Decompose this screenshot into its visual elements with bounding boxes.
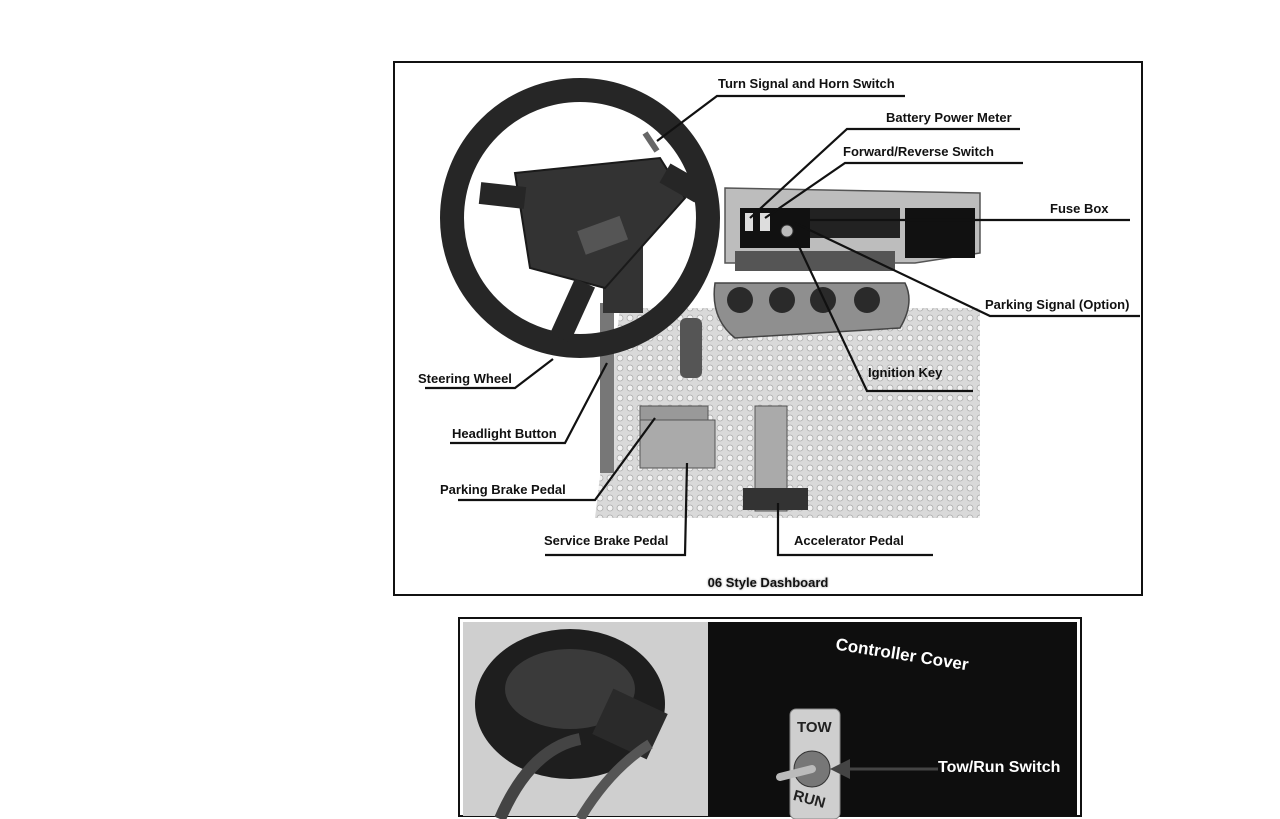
service-brake-pedal — [639, 419, 716, 469]
label-battery-meter: Battery Power Meter — [886, 110, 1012, 125]
label-service-brake: Service Brake Pedal — [544, 533, 669, 548]
label-accelerator: Accelerator Pedal — [794, 533, 904, 548]
dashboard-figure: Turn Signal and Horn Switch Battery Powe… — [393, 61, 1143, 596]
label-tow-run-switch: Tow/Run Switch — [938, 759, 1061, 776]
ignition-key — [780, 224, 794, 238]
glove-box — [905, 208, 975, 258]
horn-button — [577, 215, 629, 255]
leader-lines — [425, 94, 1140, 557]
label-parking-brake: Parking Brake Pedal — [440, 482, 566, 497]
turn-signal-lever — [642, 131, 660, 153]
label-parking-signal: Parking Signal (Option) — [985, 297, 1130, 312]
warning-sticker — [735, 251, 895, 271]
steering-wheel — [440, 78, 720, 358]
fuse-box — [810, 208, 900, 238]
controller-photo — [463, 622, 1077, 819]
side-panel — [600, 303, 614, 473]
forward-reverse-switch — [760, 213, 770, 231]
battery-meter — [745, 213, 753, 231]
controller-figure: Controller Cover TOW RUN Tow/Run Switch — [458, 617, 1082, 819]
controller-cover — [708, 622, 1077, 816]
accelerator-hinge — [743, 488, 808, 510]
label-tow: TOW — [797, 719, 832, 736]
figure-caption: 06 Style Dashboard — [707, 575, 829, 590]
label-fuse-box: Fuse Box — [1050, 201, 1109, 216]
label-turn-signal: Turn Signal and Horn Switch — [718, 76, 895, 91]
label-steering-wheel: Steering Wheel — [418, 371, 512, 386]
label-ignition-key: Ignition Key — [868, 365, 943, 380]
label-forward-reverse: Forward/Reverse Switch — [843, 144, 994, 159]
toggle-lever — [776, 765, 816, 781]
dashboard-illustration — [425, 78, 1140, 557]
label-headlight-button: Headlight Button — [452, 426, 557, 441]
shifter-boot — [680, 318, 702, 378]
